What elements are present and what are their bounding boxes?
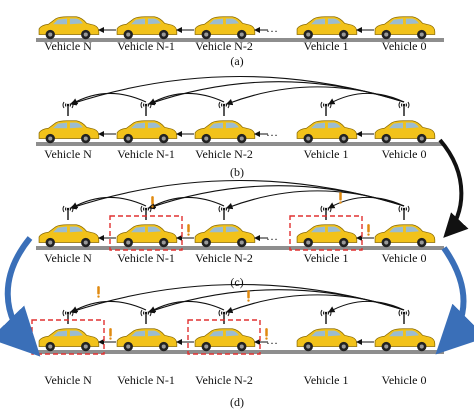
car-icon <box>296 16 358 40</box>
car-icon <box>296 120 358 144</box>
warning-icon <box>187 224 190 236</box>
car-icon <box>38 224 100 248</box>
predecessor-arrow <box>149 300 225 313</box>
panel-label: (a) <box>230 54 243 68</box>
car-icon <box>194 16 256 40</box>
broadcast-arrow <box>328 196 405 209</box>
antenna-icon <box>398 205 410 220</box>
vehicle-label: Vehicle N-2 <box>195 147 253 161</box>
panel-d: Vehicle N Vehicle N-1 Vehicle N-2 Vehicle 1… <box>31 283 444 409</box>
ellipsis: … <box>266 125 278 139</box>
car-icon <box>38 120 100 144</box>
road-strip <box>36 350 444 354</box>
panel-label: (d) <box>230 395 244 409</box>
broadcast-arrow <box>328 300 405 313</box>
warning-icon <box>247 290 250 302</box>
warning-icon <box>339 192 342 204</box>
attacked-vehicle-box <box>187 319 261 355</box>
panel-c: Vehicle N Vehicle N-1 Vehicle N-2 Vehicle 1… <box>36 179 444 289</box>
vehicle-label: Vehicle N <box>44 251 92 265</box>
predecessor-arrow <box>71 92 147 105</box>
warning-icon <box>97 286 100 298</box>
broadcast-arrow <box>225 190 405 210</box>
road-strip <box>36 246 444 250</box>
vehicle-label: Vehicle N-1 <box>117 251 175 265</box>
vehicle-label: Vehicle 1 <box>304 251 349 265</box>
car-icon <box>116 328 178 352</box>
vehicle-label: Vehicle 0 <box>382 373 427 387</box>
car-icon <box>194 328 256 352</box>
car-icon <box>38 328 100 352</box>
transition-arrow-c-to-d-right <box>435 246 474 355</box>
vehicle-label: Vehicle N <box>44 39 92 53</box>
car-icon <box>194 224 256 248</box>
vehicle-label: Vehicle 1 <box>304 39 349 53</box>
road-strip <box>36 142 444 146</box>
broadcast-arrow <box>147 289 405 314</box>
car-icon <box>194 120 256 144</box>
vehicle-label: Vehicle 1 <box>304 147 349 161</box>
panel-a: Vehicle N Vehicle N-1 Vehicle N-2 Vehicle 1… <box>36 16 444 68</box>
car-icon <box>116 224 178 248</box>
panel-b: Vehicle N Vehicle N-1 Vehicle N-2 Vehicle 1… <box>36 75 444 179</box>
panel-label: (c) <box>230 275 243 289</box>
predecessor-arrow <box>71 300 147 313</box>
warning-icon <box>265 328 268 340</box>
car-icon <box>116 120 178 144</box>
vehicle-label: Vehicle 0 <box>382 147 427 161</box>
transition-arrow-b-to-c <box>438 138 469 238</box>
broadcast-arrow <box>225 294 405 314</box>
ellipsis: … <box>266 21 278 35</box>
attacked-vehicle-box <box>109 215 183 251</box>
antenna-icon <box>398 309 410 324</box>
antenna-icon <box>398 101 410 116</box>
car-icon <box>38 16 100 40</box>
car-icon <box>116 16 178 40</box>
road-strip <box>36 38 444 42</box>
car-icon <box>374 328 436 352</box>
vehicle-label: Vehicle N-2 <box>195 39 253 53</box>
attacked-vehicle-box <box>289 215 363 251</box>
ellipsis: … <box>266 229 278 243</box>
warning-icon <box>151 196 154 208</box>
vehicle-label: Vehicle N-1 <box>117 39 175 53</box>
transition-arrow-c-to-d-left <box>0 236 41 357</box>
predecessor-arrow <box>149 92 225 105</box>
car-icon <box>296 224 358 248</box>
vehicle-label: Vehicle N <box>44 373 92 387</box>
broadcast-arrow <box>147 185 405 210</box>
ellipsis: … <box>266 333 278 347</box>
broadcast-arrow <box>225 86 405 106</box>
panel-label: (b) <box>230 165 244 179</box>
vehicle-label: Vehicle N <box>44 147 92 161</box>
vehicle-label: Vehicle 1 <box>304 373 349 387</box>
predecessor-arrow <box>71 196 147 209</box>
warning-icon <box>367 224 370 236</box>
car-icon <box>296 328 358 352</box>
vehicle-label: Vehicle N-2 <box>195 251 253 265</box>
car-icon <box>374 120 436 144</box>
broadcast-arrow <box>147 81 405 106</box>
vehicle-label: Vehicle 0 <box>382 39 427 53</box>
car-icon <box>374 224 436 248</box>
vehicle-label: Vehicle N-2 <box>195 373 253 387</box>
vehicle-label: Vehicle N-1 <box>117 147 175 161</box>
predecessor-arrow <box>149 196 225 209</box>
broadcast-arrow <box>328 92 405 105</box>
vehicle-label: Vehicle N-1 <box>117 373 175 387</box>
vehicle-label: Vehicle 0 <box>382 251 427 265</box>
warning-icon <box>109 328 112 340</box>
car-icon <box>374 16 436 40</box>
